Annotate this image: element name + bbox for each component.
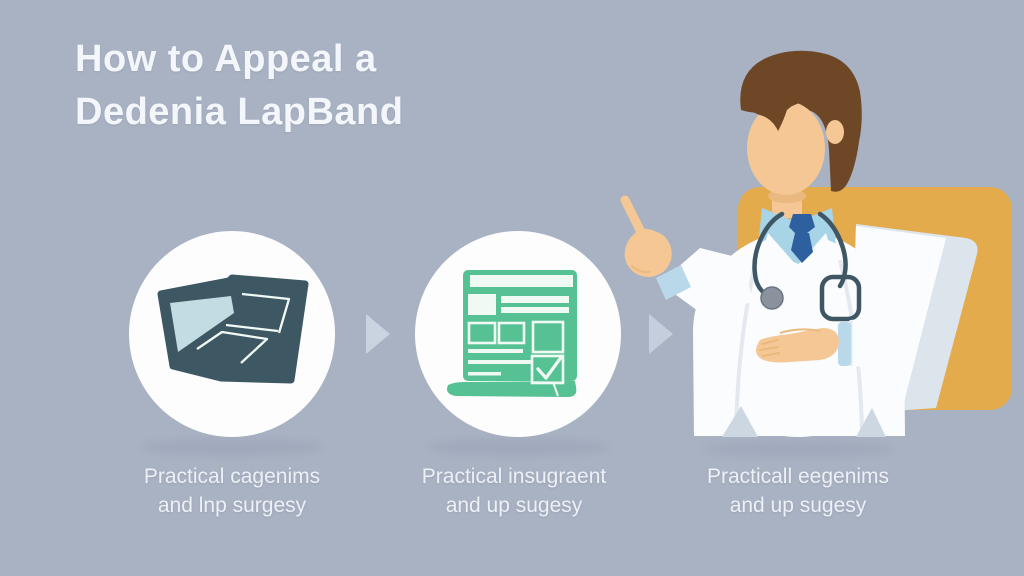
pointing-hand bbox=[620, 195, 754, 314]
arrow-right-icon bbox=[366, 314, 390, 354]
page-title-line1: How to Appeal a bbox=[75, 38, 377, 80]
belly-hand bbox=[756, 314, 911, 370]
caption-line: and lnp surgesy bbox=[157, 494, 307, 517]
step-caption-1: Practical cagenims and lnp surgesy bbox=[87, 462, 377, 520]
step-caption-2: Practical insugraent and up sugesy bbox=[369, 462, 659, 520]
arrow-right-icon bbox=[649, 314, 673, 354]
circle-shadow bbox=[702, 440, 894, 458]
hair-fringe bbox=[745, 87, 816, 131]
coat-seam bbox=[734, 259, 758, 431]
step-circle-2 bbox=[415, 231, 621, 437]
sleeve-cuff bbox=[656, 265, 691, 300]
sleeve-cuff bbox=[838, 322, 851, 366]
circle-shadow bbox=[140, 438, 324, 456]
caption-line: Practical cagenims bbox=[143, 465, 321, 488]
circle-shadow bbox=[426, 438, 610, 456]
stethoscope-icon bbox=[752, 211, 862, 322]
doctor-head bbox=[740, 50, 862, 195]
necktie bbox=[789, 214, 815, 263]
face bbox=[747, 101, 825, 195]
caption-line: and up sugesy bbox=[445, 494, 583, 517]
doctor-illustration bbox=[620, 50, 1012, 437]
index-finger bbox=[620, 195, 647, 239]
stethoscope-loop bbox=[819, 274, 862, 322]
coat-shadow bbox=[856, 408, 886, 437]
hair-back bbox=[740, 50, 862, 192]
document-checklist-icon bbox=[447, 270, 577, 397]
ear bbox=[826, 120, 844, 144]
laptop-icon bbox=[157, 274, 309, 384]
caption-line: Practicall eegenims bbox=[706, 465, 890, 488]
page-title: How to Appeal a Dedenia LapBand bbox=[75, 33, 403, 139]
step-caption-3: Practicall eegenims and up sugesy bbox=[653, 462, 943, 520]
page-title-line2: Dedenia LapBand bbox=[75, 91, 404, 133]
stethoscope-chestpiece bbox=[760, 286, 784, 310]
caption-line: and up sugesy bbox=[729, 494, 867, 517]
step-circle-1 bbox=[129, 231, 335, 437]
caption-line: Practical insugraent bbox=[421, 465, 607, 488]
coat-shadow bbox=[722, 406, 758, 437]
